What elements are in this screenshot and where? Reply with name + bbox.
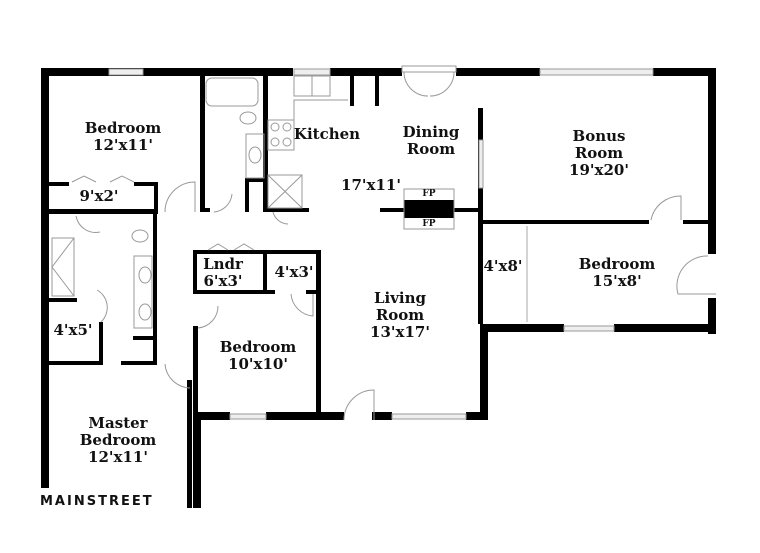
room-dims: 13'x17' (370, 323, 430, 341)
room-label-closet-4x8: 4'x8' (483, 258, 522, 275)
room-name-line1: Dining (402, 123, 460, 141)
room-name: Bedroom (219, 338, 297, 356)
room-name: Kitchen (293, 125, 361, 143)
room-name: Bedroom (84, 119, 162, 137)
room-dims: 4'x8' (483, 257, 523, 275)
room-dims: 12'x11' (88, 448, 148, 466)
room-dims: 6'x3' (203, 272, 243, 290)
room-name: Lndr (203, 255, 243, 273)
room-label-kitchen-dining-dims: 17'x11' (341, 177, 401, 194)
room-name: Bedroom (578, 255, 656, 273)
fixtures (51, 65, 716, 421)
room-label-closet-4x3: 4'x3' (274, 264, 313, 281)
room-name-line2: Room (406, 140, 456, 158)
fireplace-label-bottom: FP (422, 219, 436, 229)
room-dims: 9'x2' (79, 187, 119, 205)
room-label-dining: Dining Room (403, 124, 460, 158)
room-label-bonus: Bonus Room 19'x20' (569, 128, 629, 179)
room-label-bedroom-nw: Bedroom 12'x11' (85, 120, 162, 154)
room-label-laundry: Lndr 6'x3' (203, 256, 243, 290)
room-dims: 19'x20' (569, 161, 629, 179)
room-dims: 10'x10' (228, 355, 288, 373)
room-name-line1: Living (373, 289, 427, 307)
room-label-bedroom-e: Bedroom 15'x8' (579, 256, 656, 290)
room-dims: 17'x11' (341, 176, 401, 194)
walls (41, 68, 716, 508)
room-label-closet-9x2: 9'x2' (79, 188, 118, 205)
room-name-line1: Bonus (572, 127, 626, 145)
room-label-closet-4x5: 4'x5' (53, 322, 92, 339)
room-name-line2: Bedroom (79, 431, 157, 449)
room-name-line1: Master (88, 414, 148, 432)
room-dims: 12'x11' (93, 136, 153, 154)
room-dims: 4'x3' (274, 263, 314, 281)
room-label-master: Master Bedroom 12'x11' (80, 415, 157, 466)
room-name-line2: Room (574, 144, 624, 162)
room-dims: 15'x8' (592, 272, 642, 290)
room-dims: 4'x5' (53, 321, 93, 339)
watermark-logo: MAINSTREET (40, 494, 154, 509)
fireplace-label-top: FP (422, 189, 436, 199)
room-label-bedroom-c: Bedroom 10'x10' (220, 339, 297, 373)
room-label-kitchen: Kitchen (294, 126, 360, 143)
room-label-living: Living Room 13'x17' (370, 290, 430, 341)
room-name-line2: Room (375, 306, 425, 324)
